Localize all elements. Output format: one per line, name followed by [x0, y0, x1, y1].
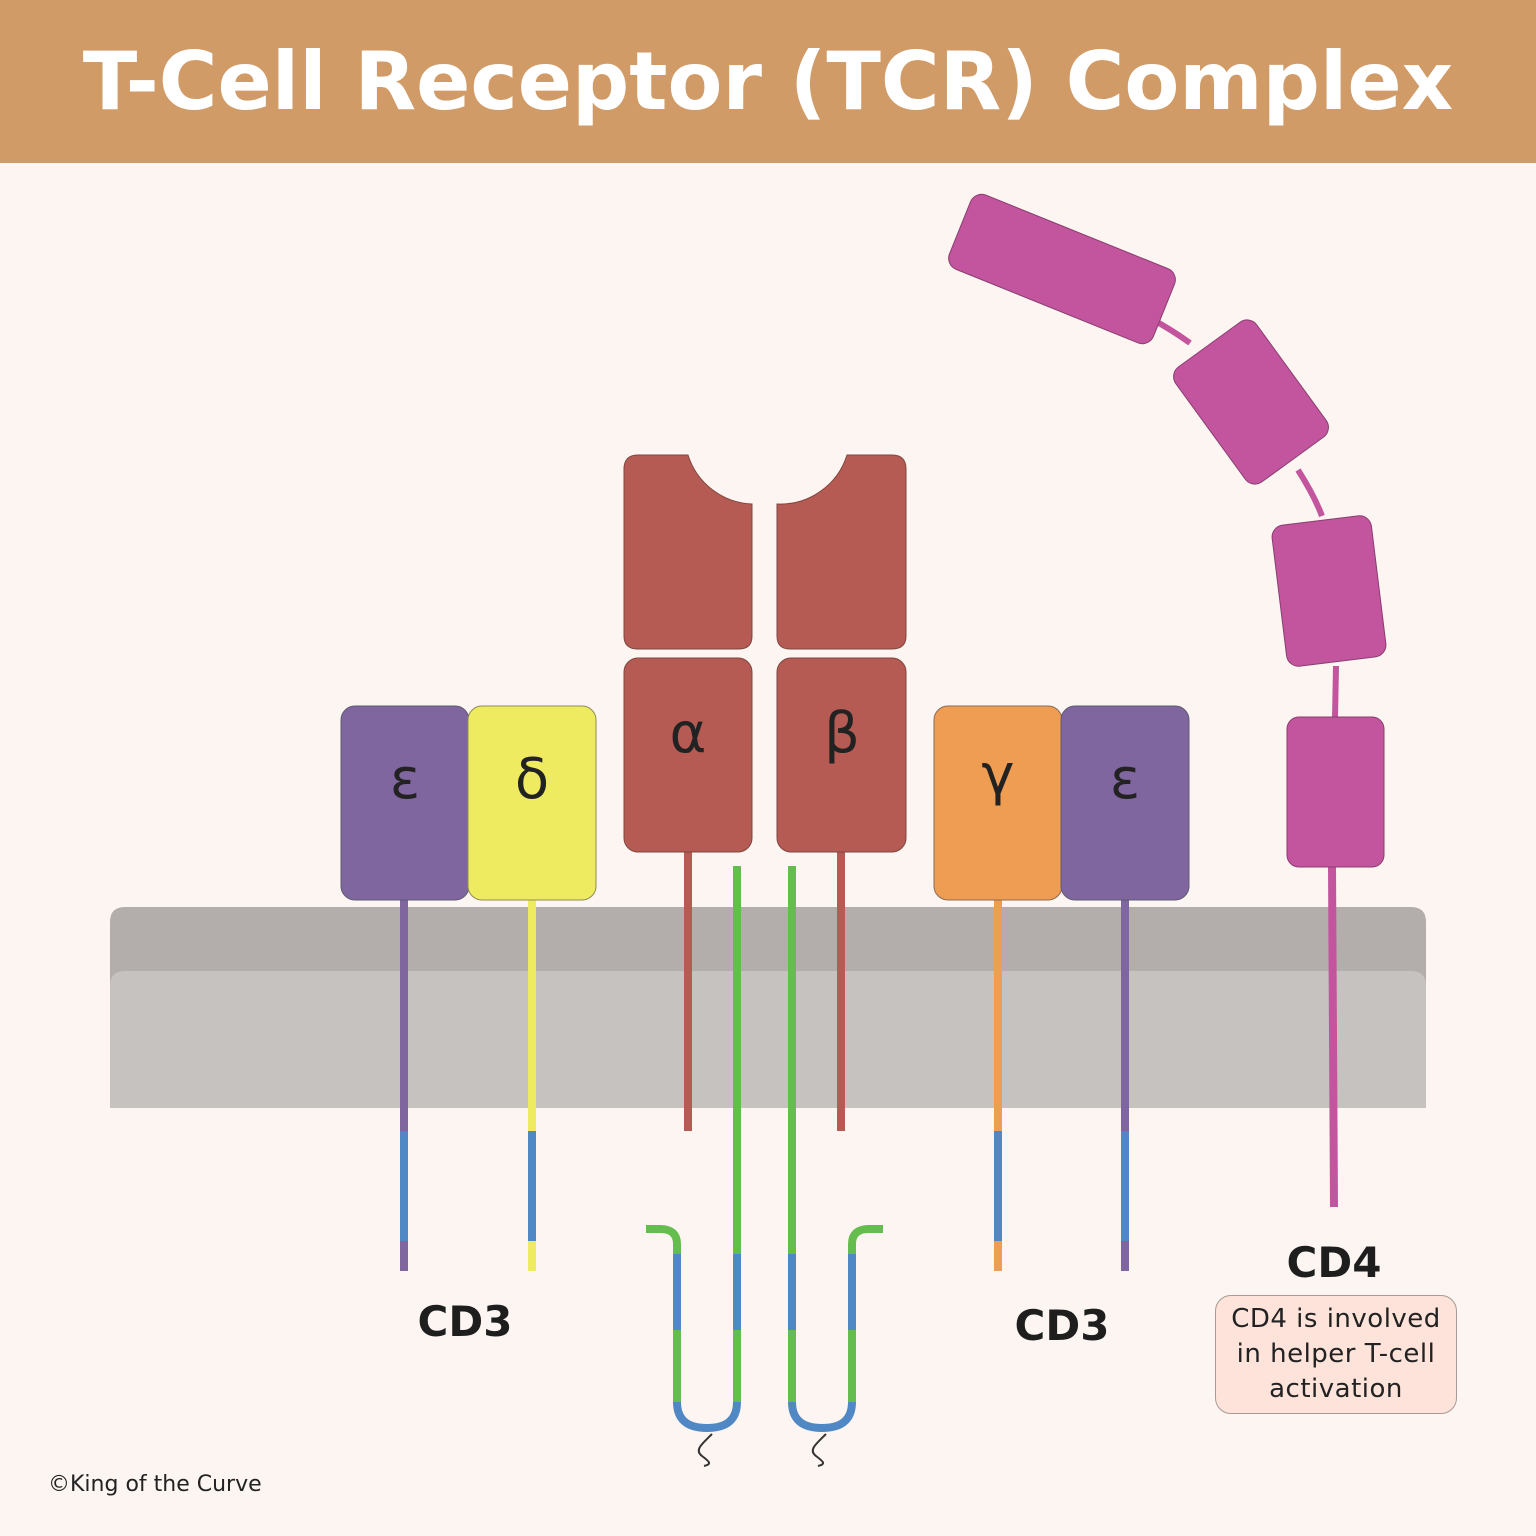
- page-title: T-Cell Receptor (TCR) Complex: [82, 35, 1454, 128]
- zeta-chain-left: [646, 866, 741, 1467]
- cell-membrane: [110, 907, 1426, 1108]
- cd4-info-box: CD4 is involved in helper T-cell activat…: [1215, 1295, 1457, 1414]
- title-banner: T-Cell Receptor (TCR) Complex: [0, 0, 1536, 163]
- tcr-alpha-chain: α: [623, 454, 753, 853]
- beta-symbol: β: [824, 701, 860, 766]
- cd3-right-epsilon-domain: ε: [1060, 705, 1190, 901]
- tcr-beta-chain: β: [776, 454, 907, 853]
- epsilon-symbol-left: ε: [390, 747, 420, 812]
- cd4-domain-d4: [1286, 716, 1385, 868]
- cd4-label: CD4: [1287, 1238, 1382, 1287]
- copyright-text: ©King of the Curve: [48, 1472, 262, 1497]
- cd3-left-delta-domain: δ: [467, 705, 597, 901]
- cd4-domain-d3: [1271, 515, 1387, 667]
- cd3-right-label: CD3: [1015, 1301, 1110, 1350]
- alpha-symbol: α: [670, 701, 707, 766]
- cd3-left-label: CD3: [418, 1297, 513, 1346]
- zeta-chain-right: [788, 866, 883, 1467]
- delta-symbol: δ: [515, 747, 549, 812]
- cd3-right-gamma-domain: γ: [933, 705, 1063, 901]
- epsilon-symbol-right: ε: [1110, 747, 1140, 812]
- cd4-domain-d1: [948, 193, 1176, 345]
- cd4-domain-d2: [1173, 319, 1329, 485]
- cd3-left-epsilon-domain: ε: [340, 705, 470, 901]
- cd4-coreceptor: [948, 193, 1387, 868]
- cd4-linkers: [1148, 315, 1339, 1208]
- gamma-symbol: γ: [981, 743, 1014, 808]
